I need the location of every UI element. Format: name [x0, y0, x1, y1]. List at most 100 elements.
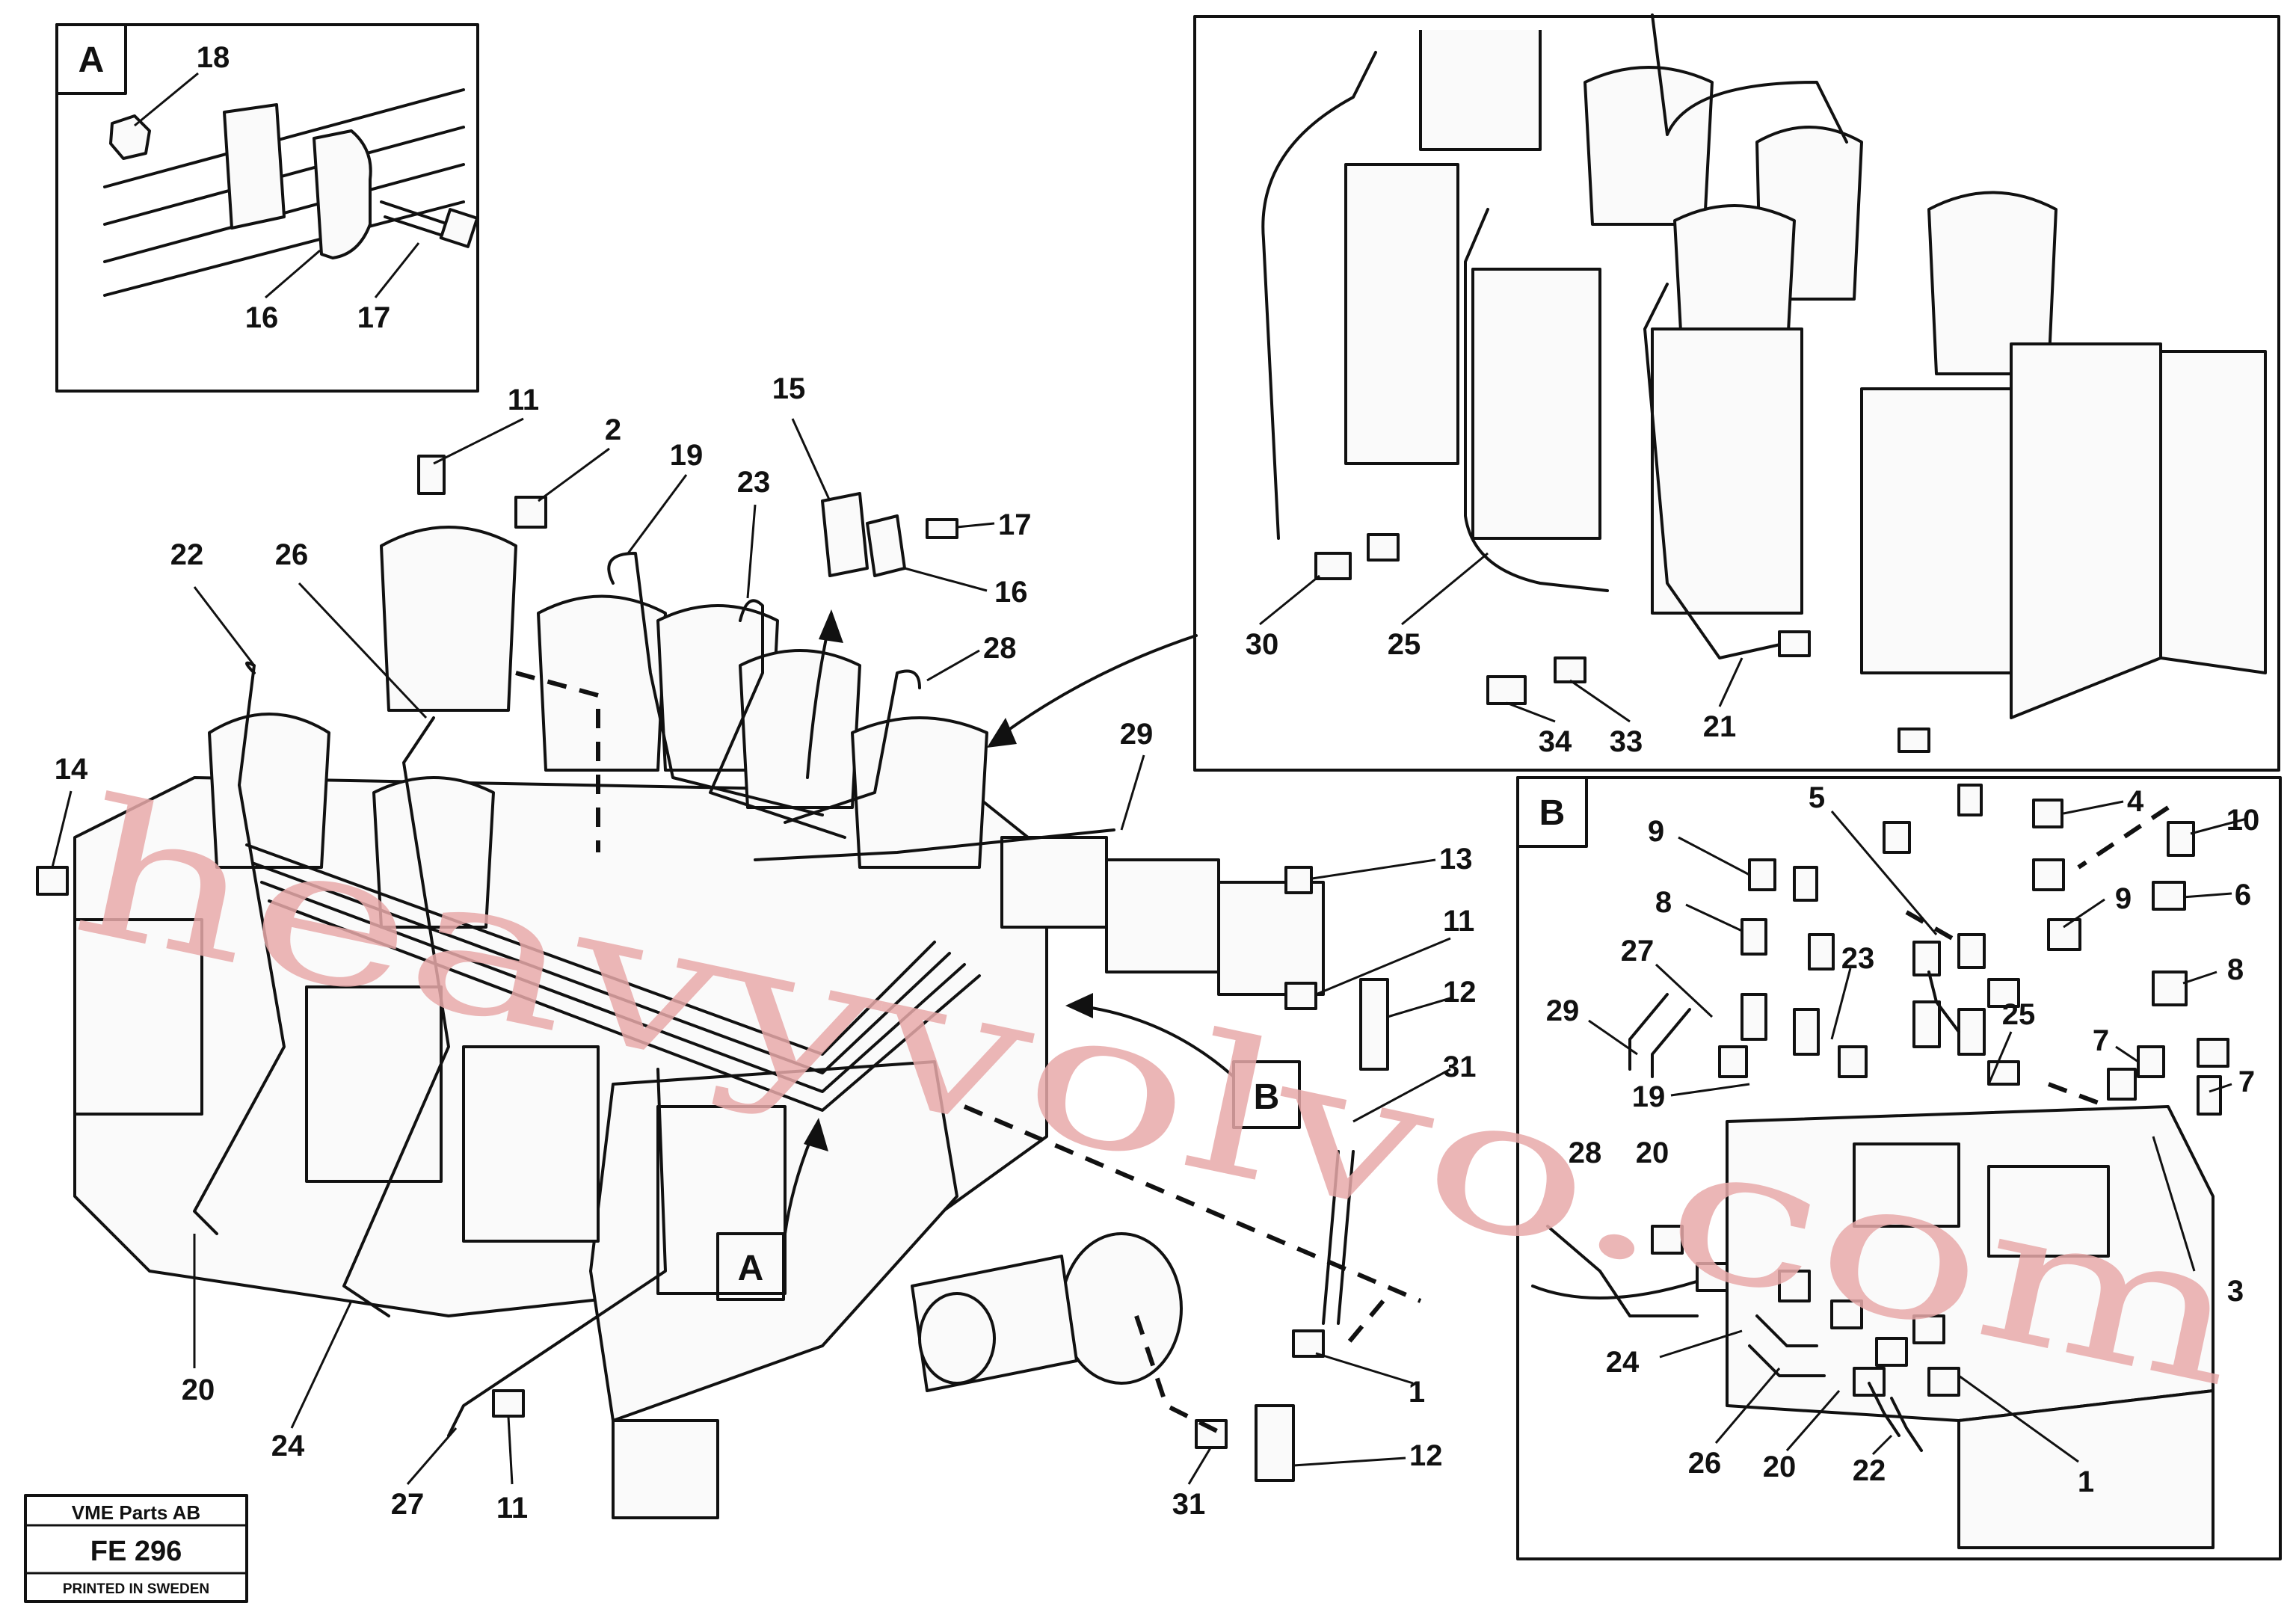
- callout-16-main: 16: [994, 576, 1028, 609]
- b-leader-23: [1830, 968, 1852, 1040]
- tr-tube-top: [1651, 13, 1848, 144]
- tr-block-3: [1651, 327, 1803, 615]
- tube-19: [607, 552, 824, 816]
- inset-b-frame: [1516, 776, 2282, 1560]
- callout-7: 7: [2093, 1024, 2109, 1057]
- inset-a-bolt-head: [439, 208, 479, 248]
- fitting-12-bottom: [1255, 1404, 1295, 1482]
- b-leader-22: [1871, 1434, 1893, 1456]
- tr-block-6: [2159, 350, 2267, 674]
- tr-fitting-34: [1486, 675, 1527, 705]
- tr-cylinder-5: [1673, 204, 1796, 360]
- leader-12-bottom: [1293, 1456, 1406, 1467]
- tube-bundle-3: [260, 881, 966, 1093]
- tr-block-1: [1344, 163, 1459, 465]
- inset-a-leader-16: [265, 249, 321, 299]
- callout-13: 13: [1439, 843, 1473, 876]
- callout-20: 20: [1636, 1136, 1669, 1169]
- pilot-cylinder-6: [851, 716, 988, 869]
- inset-b-tube-22: [1868, 1382, 1923, 1452]
- callout-10: 10: [2226, 804, 2260, 837]
- inset-b-tube-5: [1927, 971, 1960, 1033]
- inset-b-tube-29: [1628, 993, 1691, 1078]
- leader-19: [627, 474, 688, 554]
- leader-13: [1311, 858, 1436, 880]
- leader-24: [290, 1300, 353, 1429]
- inset-b-letter: B: [1539, 793, 1566, 833]
- inset-a-clamp-front: [313, 129, 372, 259]
- inset-b-dash-1: [2077, 805, 2170, 870]
- leader-23: [746, 504, 757, 599]
- leader-2: [538, 447, 610, 502]
- b-leader-7a: [2115, 1045, 2139, 1063]
- inset-b-dash-2: [1905, 910, 1960, 944]
- leader-11-bottom: [507, 1416, 514, 1485]
- callout-2: 2: [605, 413, 621, 446]
- bolt-17: [926, 518, 958, 539]
- callout-20b: 20: [1763, 1451, 1797, 1483]
- callout-11: 11: [508, 384, 539, 416]
- tr-block-4: [1860, 387, 2013, 674]
- callout-20-main: 20: [182, 1374, 215, 1406]
- inset-b-block-1: [1853, 1142, 1960, 1228]
- tr-cylinder-1: [1419, 30, 1542, 151]
- tube-22: [193, 661, 286, 1235]
- tube-29: [754, 828, 1115, 861]
- pointer-a-head: [804, 1118, 828, 1151]
- callout-27: 27: [1621, 935, 1655, 968]
- callout-17: 17: [357, 301, 391, 334]
- tr-leader-25: [1401, 552, 1489, 626]
- b-leader-8a: [1685, 903, 1743, 932]
- callout-12: 12: [1443, 976, 1477, 1009]
- b-leader-9b: [2063, 898, 2105, 929]
- b-leader-7b: [2209, 1083, 2232, 1093]
- inset-b-letter-box: [1516, 776, 1588, 848]
- solenoid-block-2: [305, 985, 443, 1183]
- inset-b-tube-28: [1546, 1225, 1699, 1317]
- inset-top-right: 30 25 34 33 21: [1193, 13, 2280, 772]
- b-leader-4: [2063, 800, 2124, 815]
- callout-16: 16: [245, 301, 279, 334]
- tr-tube-30: [1261, 51, 1377, 540]
- callout-24: 24: [1606, 1346, 1640, 1379]
- clamp-16: [866, 514, 906, 577]
- callout-25: 25: [1388, 628, 1421, 661]
- b-leader-27: [1655, 963, 1714, 1018]
- b-leader-6: [2182, 892, 2232, 899]
- tube-31: [1322, 1150, 1355, 1325]
- leader-31-top: [1352, 1068, 1451, 1123]
- pilot-cylinder-3: [537, 594, 667, 772]
- callout-9b: 9: [2115, 882, 2132, 915]
- leader-27: [406, 1427, 458, 1485]
- fitting-11-bottom: [492, 1389, 525, 1418]
- pilot-cylinder-2: [380, 526, 517, 712]
- leader-12-top: [1387, 997, 1451, 1018]
- callout-22: 22: [1853, 1454, 1886, 1487]
- tr-leader-21: [1718, 657, 1743, 707]
- callout-31: 31: [1443, 1051, 1477, 1083]
- callout-24-main: 24: [271, 1430, 305, 1462]
- stamp-company: VME Parts AB: [72, 1501, 200, 1524]
- solenoid-block-3: [462, 1045, 600, 1243]
- fitting-11-right: [1284, 982, 1317, 1010]
- fitting-1: [1292, 1329, 1325, 1358]
- tube-bundle-1: [245, 843, 936, 1056]
- inset-b-valve-base: [1957, 1389, 2215, 1549]
- clamp-15: [821, 492, 869, 577]
- b-leader-5: [1830, 810, 1938, 935]
- motor-flange: [1060, 1232, 1183, 1385]
- b-leader-8b: [2182, 971, 2217, 985]
- inset-b-block-2: [1987, 1165, 2110, 1258]
- fitting-13: [1284, 866, 1313, 894]
- callout-31-bottom: 31: [1172, 1488, 1206, 1521]
- tr-cylinder-4: [1927, 191, 2058, 375]
- dash-4: [1344, 1299, 1385, 1347]
- callout-19: 19: [1632, 1080, 1666, 1113]
- callout-3: 3: [2227, 1275, 2244, 1308]
- tr-fitting-30: [1314, 552, 1352, 580]
- leader-14: [51, 790, 73, 868]
- leader-16: [904, 567, 988, 592]
- fitting-2: [514, 496, 547, 529]
- callout-23-main: 23: [737, 466, 771, 499]
- motor-spline: [918, 1292, 996, 1385]
